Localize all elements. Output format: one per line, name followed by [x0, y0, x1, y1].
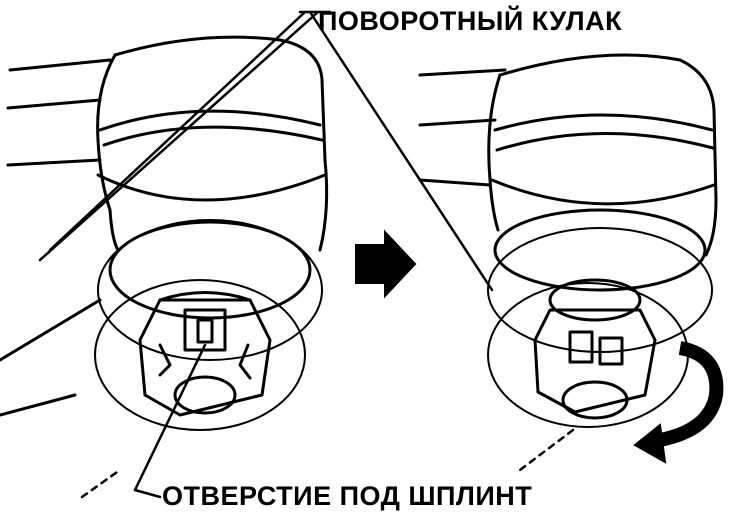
left-nut-notch-1 [160, 345, 170, 375]
leader-knuckle-left-2 [50, 12, 305, 250]
right-stud-end [563, 382, 627, 418]
right-barrel-bottom [495, 210, 705, 290]
left-nut-inner-slot [198, 320, 212, 342]
leader-knuckle-left [40, 12, 318, 260]
curved-rotate-arrow-icon [635, 348, 716, 462]
right-hub-top [500, 55, 716, 200]
right-side-plate-upper [420, 70, 505, 75]
right-arrow-icon [356, 232, 415, 296]
left-hub-top [115, 37, 325, 160]
leader-cotter-right [520, 430, 573, 470]
left-nut-notch-2 [240, 345, 250, 378]
left-nut-slot [185, 310, 225, 350]
left-side-plate-upper-2 [8, 100, 100, 108]
right-side-plate-mid [420, 180, 490, 185]
label-cotter-hole: ОТВЕРСТИЕ ПОД ШПЛИНТ [162, 481, 533, 511]
leader-lines [40, 12, 573, 497]
right-assembly [420, 55, 716, 427]
leader-cotter-left [135, 345, 205, 490]
right-hub-band [495, 115, 712, 130]
left-nut-top [160, 293, 250, 301]
right-hub-lower-curve [492, 180, 714, 204]
leader-knuckle-right [310, 12, 492, 290]
right-hub-left-edge [489, 75, 500, 180]
left-side-plate-mid [8, 160, 100, 165]
right-hub-band-2 [497, 133, 713, 150]
leader-cotter-tick [82, 470, 120, 497]
right-castle-nut [535, 310, 655, 412]
right-side-plate-upper-2 [420, 120, 495, 125]
left-barrel-bottom [110, 222, 310, 318]
label-knuckle: ПОВОРОТНЫЙ КУЛАК [318, 6, 623, 36]
right-nut-slot-2 [600, 338, 622, 364]
left-lever-2 [0, 395, 75, 415]
right-nut-top-ring [550, 280, 640, 320]
left-barrel-left [110, 210, 118, 250]
left-hub-left-edge [98, 55, 115, 210]
left-side-plate-upper [10, 60, 110, 70]
left-stud-end [175, 377, 235, 413]
left-castle-nut [140, 300, 270, 415]
left-hub-band-2 [104, 127, 322, 145]
leader-cotter-left-2 [135, 490, 160, 497]
left-barrel-right [320, 160, 327, 250]
left-lever [0, 300, 100, 360]
left-flange [98, 220, 322, 360]
left-outer-ring [95, 280, 305, 430]
right-nut-slot-1 [570, 332, 592, 362]
right-barrel-right [706, 200, 716, 255]
